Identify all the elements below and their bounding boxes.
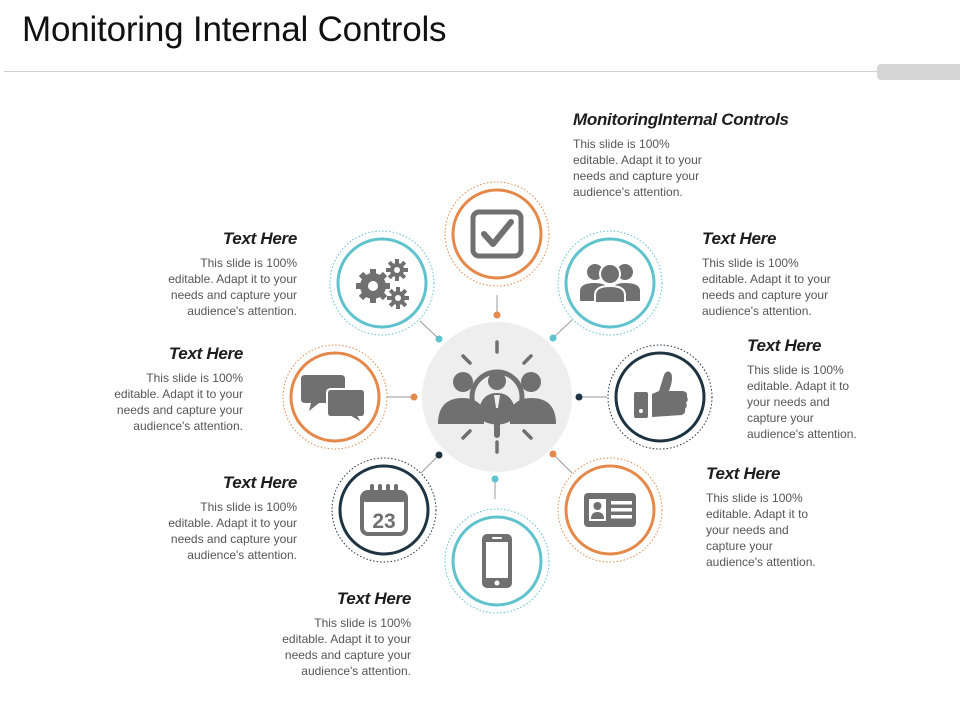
- connector-dot: [549, 450, 557, 458]
- text-block-heading: Text Here: [336, 589, 411, 608]
- text-block-heading: Text Here: [222, 473, 297, 492]
- connector-line: [552, 453, 573, 474]
- text-block-body: This slide is 100% editable. Adapt it to…: [573, 137, 702, 199]
- hub: [422, 322, 572, 472]
- title-divider: [4, 71, 877, 72]
- connector-dot: [575, 393, 583, 401]
- text-block-bottom-left: Text Here This slide is 100% editable. A…: [127, 473, 297, 563]
- text-block-body: This slide is 100% editable. Adapt it to…: [747, 363, 857, 441]
- text-block-body: This slide is 100% editable. Adapt it to…: [282, 616, 411, 678]
- connector-lines: [385, 295, 607, 499]
- node-inner-ring: [451, 188, 543, 280]
- text-block-bottom: Text Here This slide is 100% editable. A…: [241, 589, 411, 679]
- gears-icon: [356, 259, 409, 309]
- text-block-heading: Text Here: [168, 344, 243, 363]
- text-block-right: Text Here This slide is 100% editable. A…: [747, 336, 917, 442]
- chat-bubbles-icon: [301, 375, 366, 427]
- connector-dot: [493, 311, 501, 319]
- text-block-top: MonitoringInternal Controls This slide i…: [573, 110, 853, 200]
- text-block-heading: Text Here: [706, 464, 781, 483]
- text-block-body: This slide is 100% editable. Adapt it to…: [168, 500, 297, 562]
- text-block-heading: Text Here: [702, 229, 777, 248]
- text-block-body: This slide is 100% editable. Adapt it to…: [168, 256, 297, 318]
- text-block-bottom-right: Text Here This slide is 100% editable. A…: [706, 464, 876, 570]
- connector-line: [420, 454, 440, 474]
- team-icon: [580, 263, 640, 304]
- text-block-heading: Text Here: [222, 229, 297, 248]
- text-block-body: This slide is 100% editable. Adapt it to…: [702, 256, 831, 318]
- connector-dot: [410, 393, 418, 401]
- node-top: [444, 181, 550, 287]
- thumbs-up-icon: [634, 371, 688, 418]
- connector-line: [419, 320, 440, 340]
- connector-line: [552, 319, 573, 339]
- text-block-heading: MonitoringInternal Controls: [573, 110, 789, 129]
- text-block-left: Text Here This slide is 100% editable. A…: [73, 344, 243, 434]
- calendar-day-number: 23: [372, 510, 395, 533]
- calendar-icon: 23: [360, 484, 408, 536]
- checkbox-icon: [470, 209, 524, 259]
- id-card-icon: [584, 493, 636, 527]
- text-block-body: This slide is 100% editable. Adapt it to…: [706, 491, 816, 569]
- decorative-tab: [877, 64, 960, 80]
- smartphone-icon: [482, 534, 512, 588]
- connector-dot: [549, 334, 557, 342]
- business-team-magnifier-icon: [438, 340, 556, 454]
- text-block-heading: Text Here: [747, 336, 822, 355]
- connector-dot: [435, 335, 443, 343]
- text-block-top-left: Text Here This slide is 100% editable. A…: [127, 229, 297, 319]
- node-icons: 23: [301, 209, 688, 588]
- connector-dot: [491, 475, 499, 483]
- text-block-body: This slide is 100% editable. Adapt it to…: [114, 371, 243, 433]
- text-block-top-right: Text Here This slide is 100% editable. A…: [702, 229, 872, 319]
- connector-dot: [435, 451, 443, 459]
- slide-title: Monitoring Internal Controls: [22, 10, 447, 49]
